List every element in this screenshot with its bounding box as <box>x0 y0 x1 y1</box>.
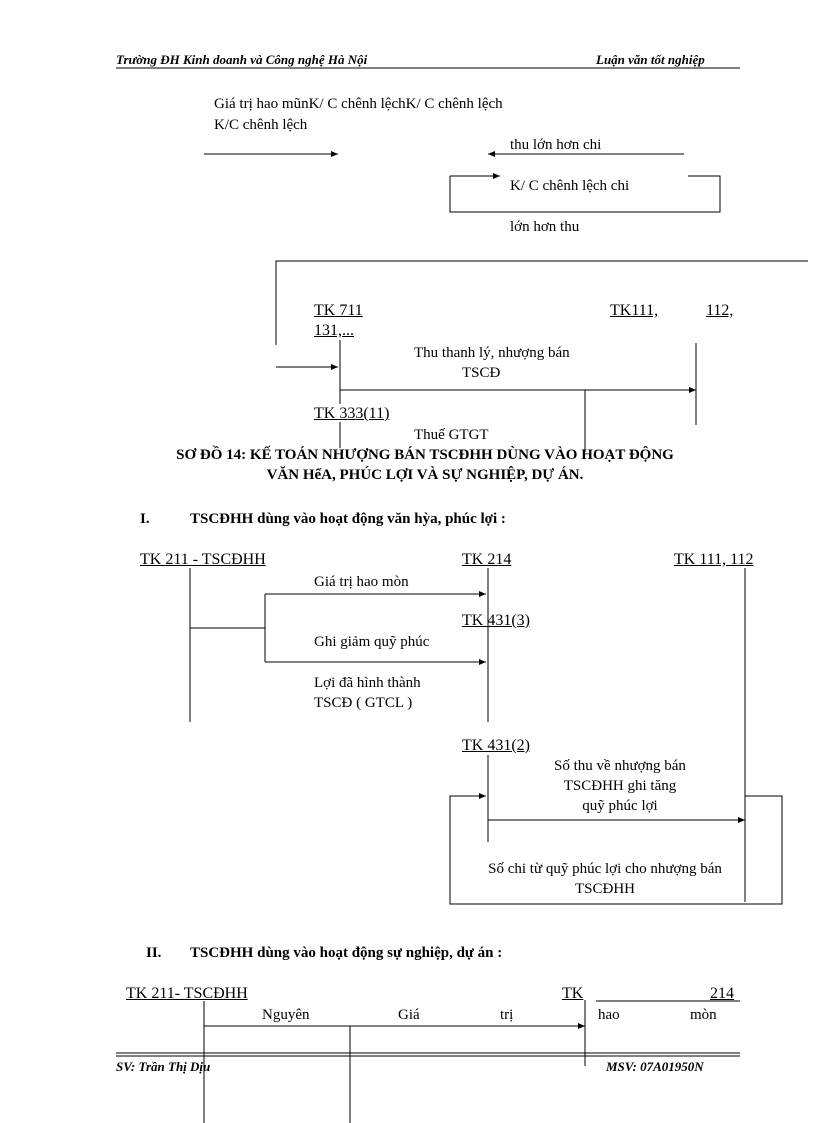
loi-da-hinh-thanh: Lợi đã hình thành <box>314 675 421 691</box>
lon-hon-thu: lớn hơn thu <box>510 219 580 235</box>
account-tk211-s2: TK 211- TSCĐHH <box>126 985 248 1002</box>
account-tk214: TK 214 <box>462 551 512 568</box>
diagram14-title-line2: VĂN HểA, PHÚC LỢI VÀ SỰ NGHIỆP, DỰ ÁN. <box>266 467 584 483</box>
tscd-label: TSCĐ <box>462 365 501 381</box>
section2-number: II. <box>146 945 162 961</box>
section2-heading: TSCĐHH dùng vào hoạt động sự nghiệp, dự … <box>190 945 503 961</box>
so-thu-line1: Số thu về nhượng bán <box>554 758 686 774</box>
account-tk333: TK 333(11) <box>314 405 390 422</box>
thu-lon-hon-chi: thu lớn hơn chi <box>510 137 602 153</box>
account-tk431-2: TK 431(2) <box>462 737 530 754</box>
footer-student-id: MSV: 07A01950N <box>606 1059 704 1074</box>
tri-word: trị <box>500 1007 514 1023</box>
diagram14-title-line1: SƠ ĐỒ 14: KẾ TOÁN NHƯỢNG BÁN TSCĐHH DÙNG… <box>176 447 674 463</box>
account-tk711: TK 711 <box>314 302 363 319</box>
account-tk211: TK 211 - TSCĐHH <box>140 551 266 568</box>
account-tk111: TK111, <box>610 302 659 319</box>
account-tk112: 112, <box>706 302 734 319</box>
hao-word: hao <box>598 1007 620 1023</box>
account-tk131: 131,... <box>314 322 354 339</box>
so-chi-line1: Số chi từ quỹ phúc lợi cho nhượng bán <box>488 861 722 877</box>
so-thu-line3: quỹ phúc lợi <box>582 798 658 814</box>
top-line2: K/C chênh lệch <box>214 117 308 133</box>
footer-student-name: SV: Trần Thị Dịu <box>116 1059 211 1074</box>
gia-word: Giá <box>398 1007 420 1023</box>
header-thesis-label: Luận văn tốt nghiệp <box>596 52 705 67</box>
mon-word: mòn <box>690 1007 717 1023</box>
so-chi-line2: TSCĐHH <box>574 881 635 897</box>
thu-thanh-ly: Thu thanh lý, nhượng bán <box>414 345 570 361</box>
so-thu-line2: TSCĐHH ghi tăng <box>563 778 677 794</box>
account-tk-s2: TK <box>562 985 584 1002</box>
account-tk431-3: TK 431(3) <box>462 612 530 629</box>
header-school-name: Trường ĐH Kinh doanh và Công nghệ Hà Nội <box>116 52 368 67</box>
section1-heading: TSCĐHH dùng vào hoạt động văn hỳa, phúc … <box>190 511 506 527</box>
gia-tri-hao-mon: Giá trị hao mòn <box>314 574 409 590</box>
tscd-gtcl: TSCĐ ( GTCL ) <box>314 695 413 711</box>
account-214-s2: 214 <box>710 985 734 1002</box>
nguyen-word: Nguyên <box>262 1007 310 1023</box>
ghi-giam-quy: Ghi giảm quỹ phúc <box>314 634 430 650</box>
kc-chenh-lech-chi: K/ C chênh lệch chi <box>510 178 630 194</box>
account-tk111-112: TK 111, 112 <box>674 551 754 568</box>
top-line1: Giá trị hao mũnK/ C chênh lệchK/ C chênh… <box>214 96 503 112</box>
thue-gtgt: Thuế GTGT <box>414 427 489 443</box>
section1-number: I. <box>140 511 150 527</box>
